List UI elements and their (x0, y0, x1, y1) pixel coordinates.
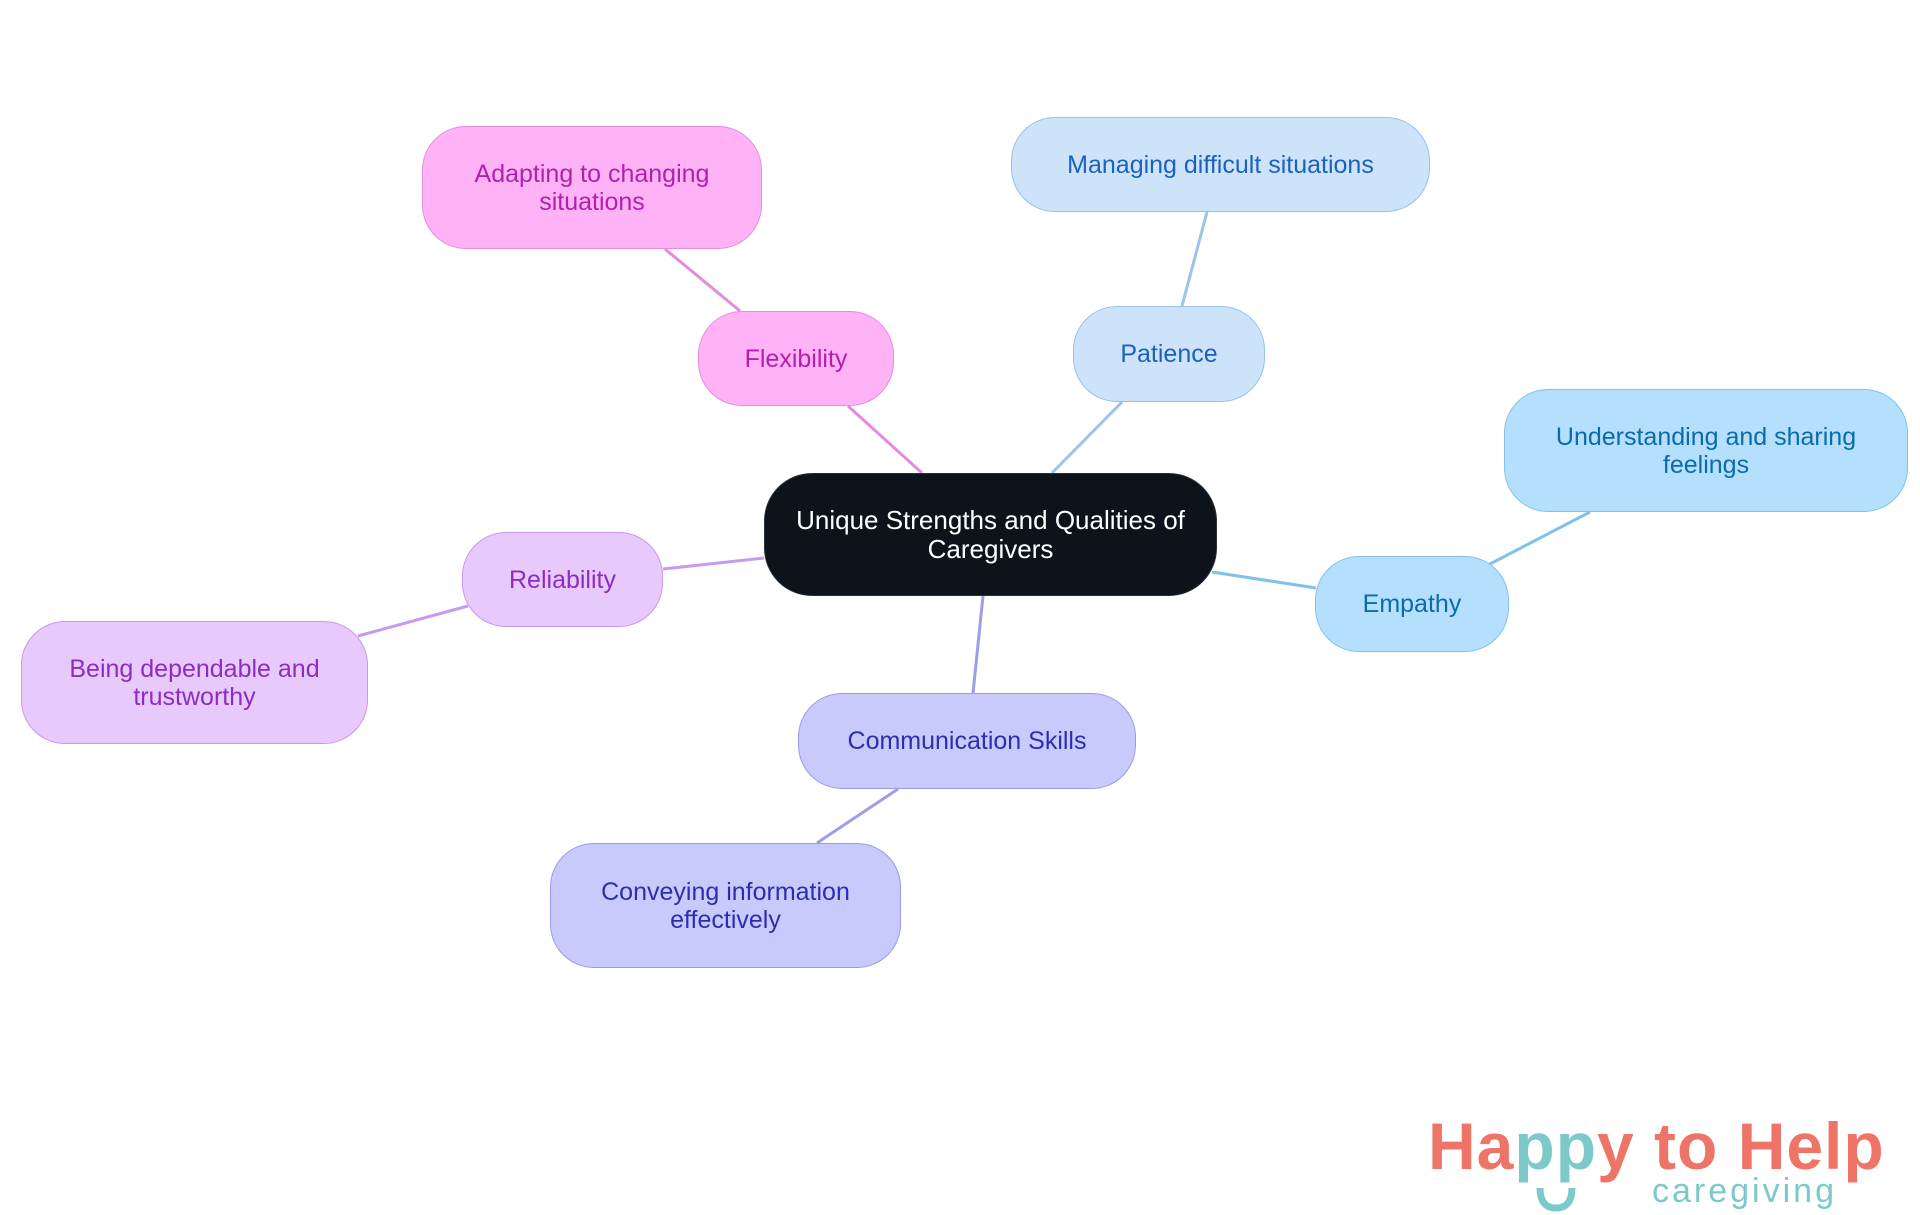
node-communication: Communication Skills (798, 693, 1136, 789)
node-communication-label: Communication Skills (847, 727, 1087, 755)
logo-wordmark: Happy to Help (1428, 1110, 1885, 1182)
root-label: Unique Strengths and Qualities of Caregi… (796, 504, 1185, 564)
logo-part-3: y to Help (1597, 1109, 1885, 1183)
node-patience: Patience (1073, 306, 1265, 402)
node-patience-label: Patience (1120, 340, 1218, 368)
node-flexibility: Flexibility (698, 311, 894, 406)
logo-part-2: pp (1514, 1109, 1598, 1183)
edge-communication-conveying (816, 787, 899, 845)
node-reliability-label: Reliability (509, 565, 616, 594)
node-conveying: Conveying information effectively (550, 843, 901, 968)
node-conveying-label: Conveying information effectively (601, 877, 850, 934)
happy-to-help-logo: Happy to Help caregiving (1428, 1110, 1888, 1212)
node-managing-label: Managing difficult situations (1067, 150, 1374, 179)
edge-root-communication (971, 595, 985, 694)
node-reliability: Reliability (462, 532, 663, 627)
edge-root-empathy (1211, 570, 1317, 590)
node-understanding: Understanding and sharing feelings (1504, 389, 1908, 512)
node-empathy-label: Empathy (1362, 590, 1462, 618)
node-adapting: Adapting to changing situations (422, 126, 762, 249)
node-empathy: Empathy (1315, 556, 1509, 652)
node-being: Being dependable and trustworthy (21, 621, 368, 744)
edge-patience-managing (1180, 211, 1209, 307)
logo-part-1: Ha (1428, 1109, 1515, 1183)
node-managing: Managing difficult situations (1011, 117, 1430, 212)
edge-flexibility-adapting (664, 247, 741, 313)
root-node: Unique Strengths and Qualities of Caregi… (764, 473, 1217, 596)
smile-icon (1536, 1187, 1576, 1212)
edge-root-patience (1050, 400, 1124, 475)
edge-empathy-understanding (1487, 510, 1591, 567)
node-understanding-label: Understanding and sharing feelings (1555, 422, 1857, 479)
node-adapting-label: Adapting to changing situations (474, 159, 710, 216)
edge-root-flexibility (846, 404, 924, 475)
logo-tagline: caregiving (1652, 1172, 1837, 1210)
edge-reliability-being (357, 604, 469, 638)
node-flexibility-label: Flexibility (744, 344, 848, 373)
edge-root-reliability (662, 556, 765, 571)
node-being-label: Being dependable and trustworthy (69, 654, 320, 711)
